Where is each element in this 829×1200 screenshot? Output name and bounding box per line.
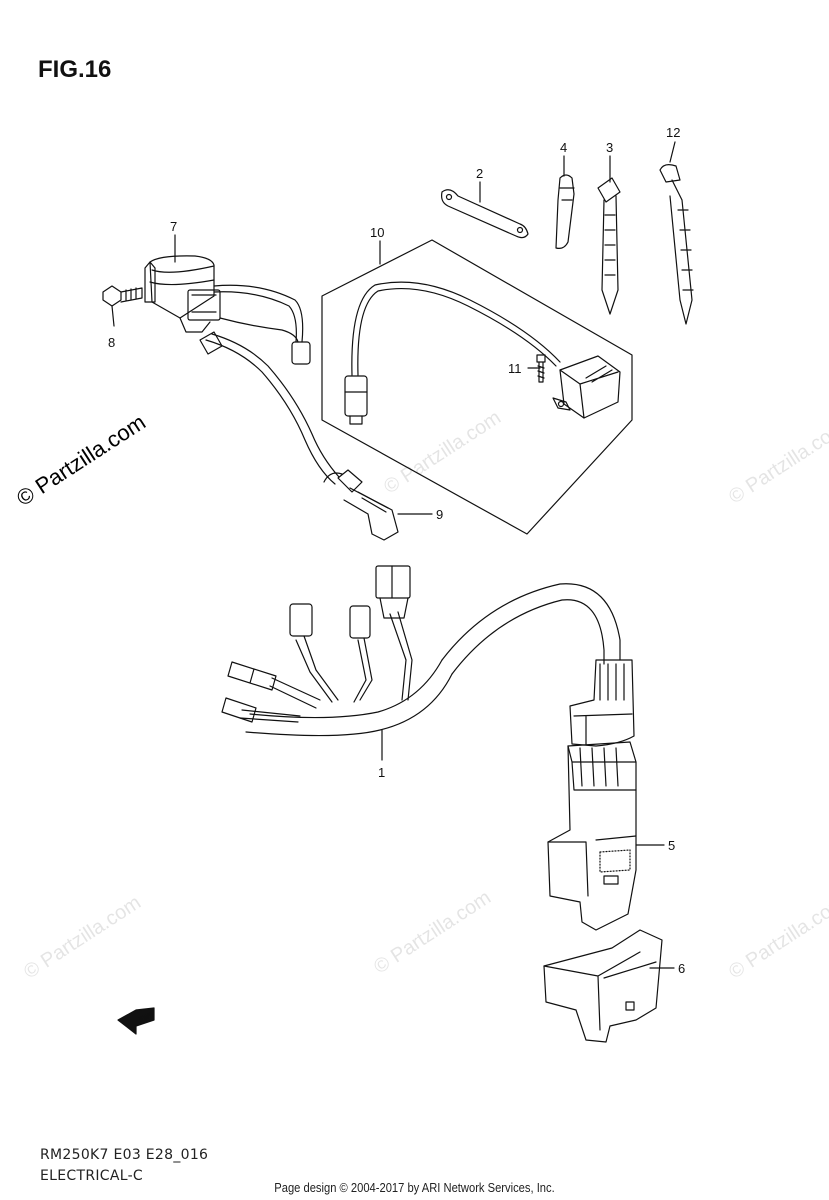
callout-1: 1 xyxy=(378,765,385,780)
callout-12: 12 xyxy=(666,125,680,140)
stay-2 xyxy=(441,189,529,239)
spark-plug-cap xyxy=(337,469,363,493)
cable-tie-12 xyxy=(659,164,681,183)
ignition-coil xyxy=(149,255,215,319)
callout-8: 8 xyxy=(108,335,115,350)
clamp-3 xyxy=(597,177,621,203)
cdi-case xyxy=(543,929,663,1043)
kit-box-outline xyxy=(321,239,633,535)
section-name: ELECTRICAL-C xyxy=(40,1168,144,1184)
callout-7: 7 xyxy=(170,219,177,234)
cdi-unit xyxy=(547,741,637,931)
kit-connector xyxy=(344,375,368,417)
callout-5: 5 xyxy=(668,838,675,853)
branch-connector xyxy=(375,565,411,599)
callout-11: 11 xyxy=(508,361,522,376)
bolt-8 xyxy=(102,285,122,307)
callout-3: 3 xyxy=(606,140,613,155)
callout-2: 2 xyxy=(476,166,483,181)
branch-wire xyxy=(389,611,413,701)
kit-harness-wire xyxy=(351,281,561,376)
page-footer: Page design © 2004-2017 by ARI Network S… xyxy=(274,1180,555,1195)
figure-title: FIG.16 xyxy=(38,56,112,83)
clamp-4 xyxy=(555,174,575,249)
callout-10: 10 xyxy=(370,225,384,240)
callout-6: 6 xyxy=(678,961,685,976)
callout-9: 9 xyxy=(436,507,443,522)
fwd-arrow xyxy=(117,1007,155,1035)
screw-11 xyxy=(536,354,546,383)
diagram-code: RM250K7 E03 E28_016 xyxy=(40,1147,209,1163)
spark-plug-lead xyxy=(205,339,336,485)
wiring-harness-main xyxy=(441,583,621,661)
callout-4: 4 xyxy=(560,140,567,155)
